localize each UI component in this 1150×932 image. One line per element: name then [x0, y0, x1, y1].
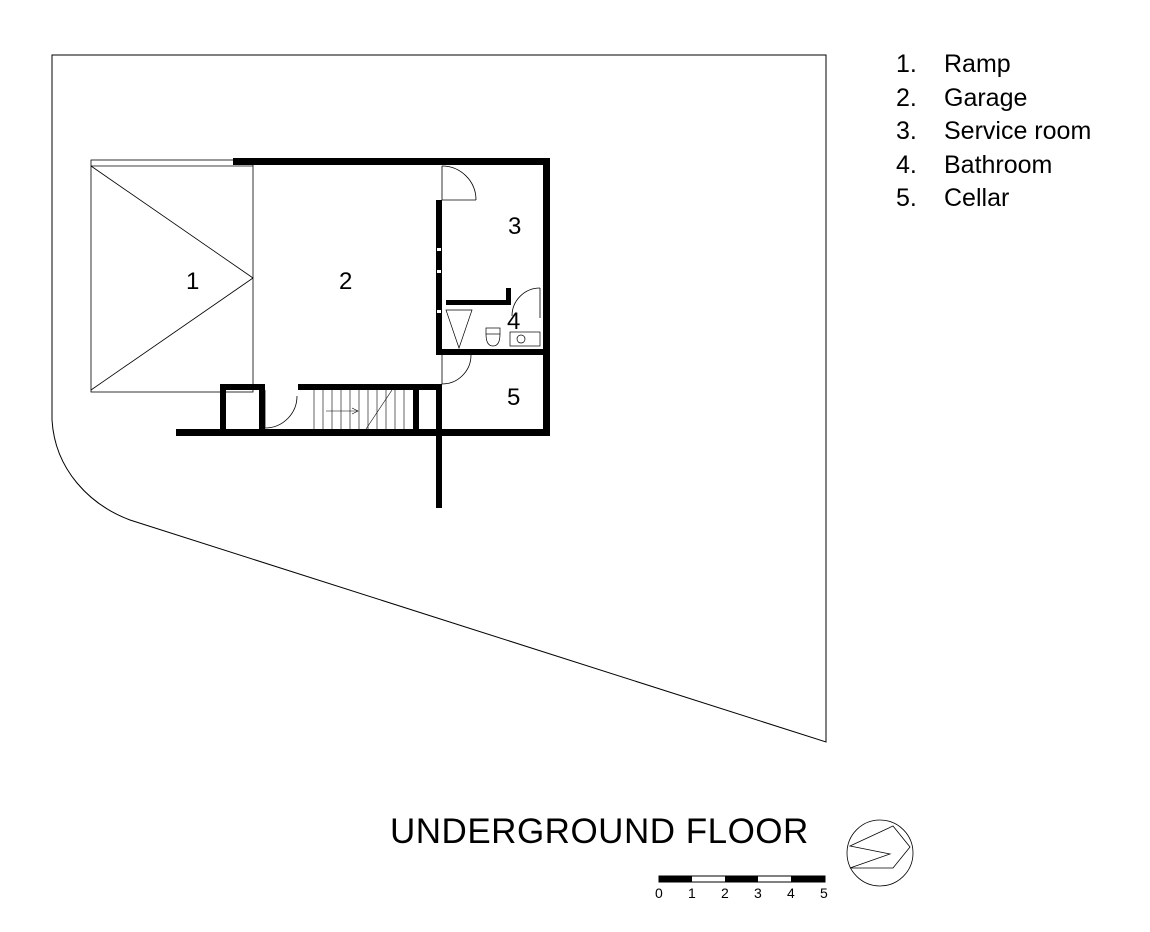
legend-label: Garage	[944, 83, 1028, 112]
room-number-2: 2	[339, 268, 352, 295]
drawing-title: UNDERGROUND FLOOR	[390, 812, 809, 851]
legend-number: 4.	[896, 150, 917, 179]
scale-tick-4: 4	[787, 885, 795, 901]
legend-number: 5.	[896, 184, 917, 212]
legend-label: Cellar	[944, 184, 1010, 212]
stairs	[313, 389, 405, 430]
site-boundary	[51, 54, 827, 743]
legend-item: 3. Service room	[896, 117, 1091, 151]
room-number-1: 1	[186, 268, 199, 295]
legend-item: 1. Ramp	[896, 50, 1091, 84]
ramp	[90, 159, 254, 393]
scale-tick-3: 3	[754, 885, 762, 901]
legend-item: 2. Garage	[896, 84, 1091, 118]
north-arrow-icon	[846, 819, 914, 887]
room-number-5: 5	[507, 384, 520, 411]
doors	[264, 165, 541, 429]
legend-number: 1.	[896, 50, 917, 78]
walls	[176, 158, 550, 508]
legend-label: Ramp	[944, 50, 1011, 78]
legend-item: 5. Cellar	[896, 184, 1091, 218]
legend-label: Bathroom	[944, 150, 1053, 179]
room-number-3: 3	[508, 213, 521, 240]
legend-number: 2.	[896, 83, 917, 112]
scale-tick-1: 1	[688, 885, 696, 901]
legend-item: 4. Bathroom	[896, 151, 1091, 185]
scale-tick-2: 2	[721, 885, 729, 901]
scale-tick-5: 5	[820, 885, 828, 901]
room-legend: 1. Ramp 2. Garage 3. Service room 4. Bat…	[896, 50, 1091, 218]
bathroom-fixtures	[445, 309, 541, 350]
room-number-4: 4	[507, 308, 520, 335]
scale-bar	[658, 875, 826, 883]
wall-openings	[437, 248, 441, 313]
legend-label: Service room	[944, 117, 1092, 145]
scale-tick-0: 0	[655, 885, 663, 901]
legend-number: 3.	[896, 117, 917, 145]
